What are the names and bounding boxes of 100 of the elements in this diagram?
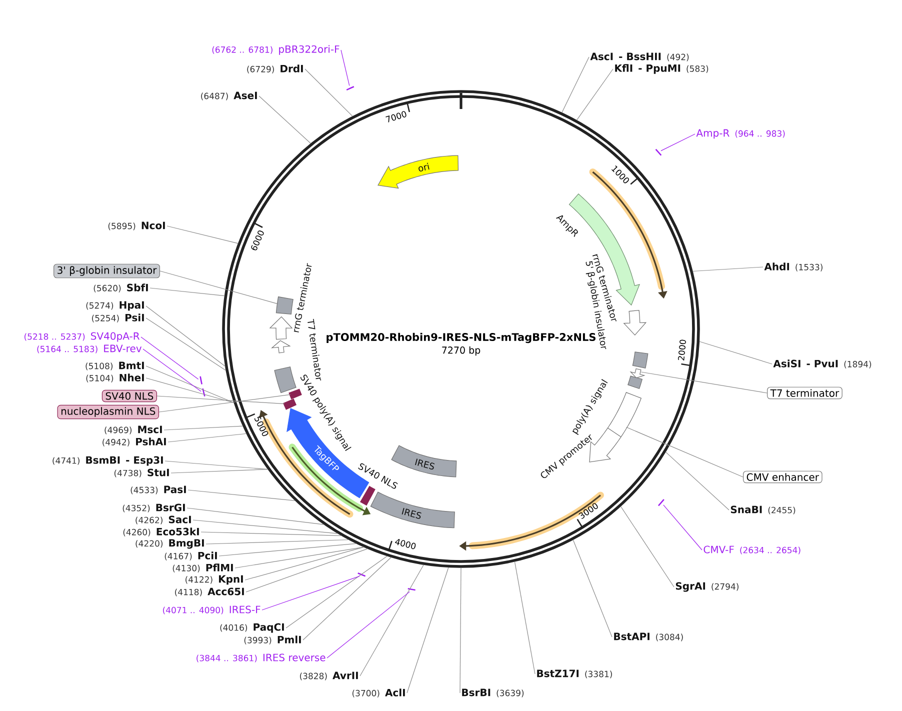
enzyme-site-label: BstZ17I (3381) (537, 670, 612, 678)
feature-label: nucleoplasmin NLS (57, 404, 159, 420)
leader-line (158, 394, 291, 412)
enzyme-site-label: (4738) StuI (114, 468, 169, 478)
tick-label: 4000 (395, 539, 416, 550)
leader-line (168, 433, 247, 442)
leader-line (640, 372, 768, 394)
leader-line (146, 378, 234, 404)
primer-mark (408, 588, 416, 591)
enzyme-site-label: BsrBI (3639) (462, 688, 524, 698)
leader-line (626, 426, 744, 478)
primer-mark (655, 148, 662, 156)
leader-line (340, 50, 350, 86)
enzyme-site-label: (5274) HpaI (86, 301, 144, 311)
feature-block: IRES (391, 445, 457, 478)
enzyme-site-label: SgrAI (2794) (676, 582, 738, 592)
enzyme-site-label: (4741) BsmBI - Esp3I (52, 456, 163, 466)
enzyme-site-label: (4167) PciI (164, 552, 217, 560)
enzyme-site-label: (3828) AvrII (300, 672, 358, 680)
enzyme-site-label: (5108) BmtI (86, 362, 144, 370)
enzyme-site-label: (6729) DrdI (247, 64, 303, 74)
leader-line (326, 591, 410, 658)
tick-label: 7000 (386, 111, 406, 122)
leader-line (304, 68, 353, 117)
enzyme-site-label: (3700) AclI (352, 688, 405, 698)
enzyme-site-label: (4533) PasI (130, 486, 186, 494)
leader-line (665, 452, 730, 510)
tick-label: 2000 (678, 340, 686, 360)
enzyme-site-label: (4220) BmgBI (136, 539, 204, 549)
leader-line (206, 539, 350, 544)
primer-mark (358, 572, 366, 577)
enzyme-site-label: KflI - PpuMI (583) (615, 64, 708, 74)
primer-mark (202, 388, 206, 396)
enzyme-site-label: (5895) NcoI (108, 222, 165, 230)
leader-line (246, 548, 368, 592)
leader-line (150, 288, 225, 296)
enzyme-site-label: (4262) SacI (136, 516, 191, 524)
enzyme-site-label: (4942) PshAI (102, 438, 166, 446)
enzyme-site-label: BstAPI (3084) (614, 632, 683, 642)
enzyme-site-label: (4016) PaqCI (220, 623, 284, 633)
leader-line (186, 508, 324, 525)
leader-line (302, 556, 392, 640)
primer-label: (4071 .. 4090) IRES-F (163, 606, 260, 614)
feature-block (288, 388, 302, 400)
leader-line (258, 96, 312, 144)
leader-line (146, 306, 226, 367)
leader-line (572, 539, 612, 638)
leader-line (514, 561, 536, 674)
feature-block (276, 296, 294, 314)
feature-shape (630, 368, 646, 378)
leader-line (234, 546, 364, 568)
primer-label: (5218 .. 5237) SV40pA-R (24, 332, 140, 342)
plasmid-length: 7270 bp (442, 346, 480, 356)
primer-mark (200, 376, 202, 384)
enzyme-site-label: AhdI (1533) (764, 262, 822, 272)
leader-line (620, 506, 674, 588)
tick-label: 6000 (251, 230, 264, 250)
leader-line (192, 520, 338, 534)
leader-line (156, 396, 285, 404)
enzyme-site-label: AsiSI - PvuI (1894) (773, 360, 872, 368)
leader-line (146, 366, 234, 404)
enzyme-site-label: (4130) PflMI (172, 564, 233, 572)
enzyme-site-label: (6487) AseI (201, 92, 257, 100)
leader-line (166, 226, 238, 244)
enzyme-site-label: (4118) Acc65I (175, 588, 244, 596)
primer-label: (6762 .. 6781) pBR322ori-F (212, 45, 340, 55)
enzyme-site-label: (4352) BsrGI (122, 504, 185, 512)
leader-line (146, 318, 226, 371)
primer-label: (5164 .. 5183) EBV-rev (37, 344, 142, 354)
leader-line (663, 504, 702, 550)
leader-line (142, 348, 202, 392)
enzyme-site-label: (5254) PsiI (92, 314, 144, 322)
enzyme-site-label: (4969) MscI (104, 426, 162, 434)
leader-line (244, 546, 364, 580)
leader-line (200, 532, 342, 536)
leader-line (406, 567, 449, 694)
enzyme-site-label: (4260) Eco53kI (123, 528, 199, 536)
leader-line (576, 68, 614, 121)
plasmid-name: pTOMM20-Rhobin9-IRES-NLS-mTagBFP-2xNLS (326, 332, 596, 344)
primer-mark (346, 86, 354, 91)
primer-label: Amp-R (964 .. 983) (696, 129, 785, 139)
enzyme-site-label: AscI - BssHII (492) (590, 52, 689, 62)
leader-line (660, 134, 696, 152)
leader-line (460, 567, 462, 694)
leader-line (360, 564, 424, 676)
leader-line (160, 270, 278, 304)
feature-label: SV40 NLS (102, 390, 158, 402)
feature-block: IRES (370, 492, 455, 528)
feature-label: 3' β-globin insulator (54, 264, 160, 278)
leader-line (262, 576, 360, 610)
feature-label: CMV enhancer (743, 470, 822, 484)
leader-line (218, 543, 357, 556)
leader-line (164, 426, 244, 430)
leader-line (164, 460, 268, 470)
primer-label: (3844 .. 3861) IRES reverse (196, 654, 326, 662)
leader-line (286, 556, 388, 628)
primer-mark (658, 499, 664, 506)
enzyme-site-label: (3993) PmlI (244, 636, 301, 644)
enzyme-site-label: (5104) NheI (86, 374, 144, 382)
enzyme-site-label: SnaBI (2455) (730, 506, 796, 514)
